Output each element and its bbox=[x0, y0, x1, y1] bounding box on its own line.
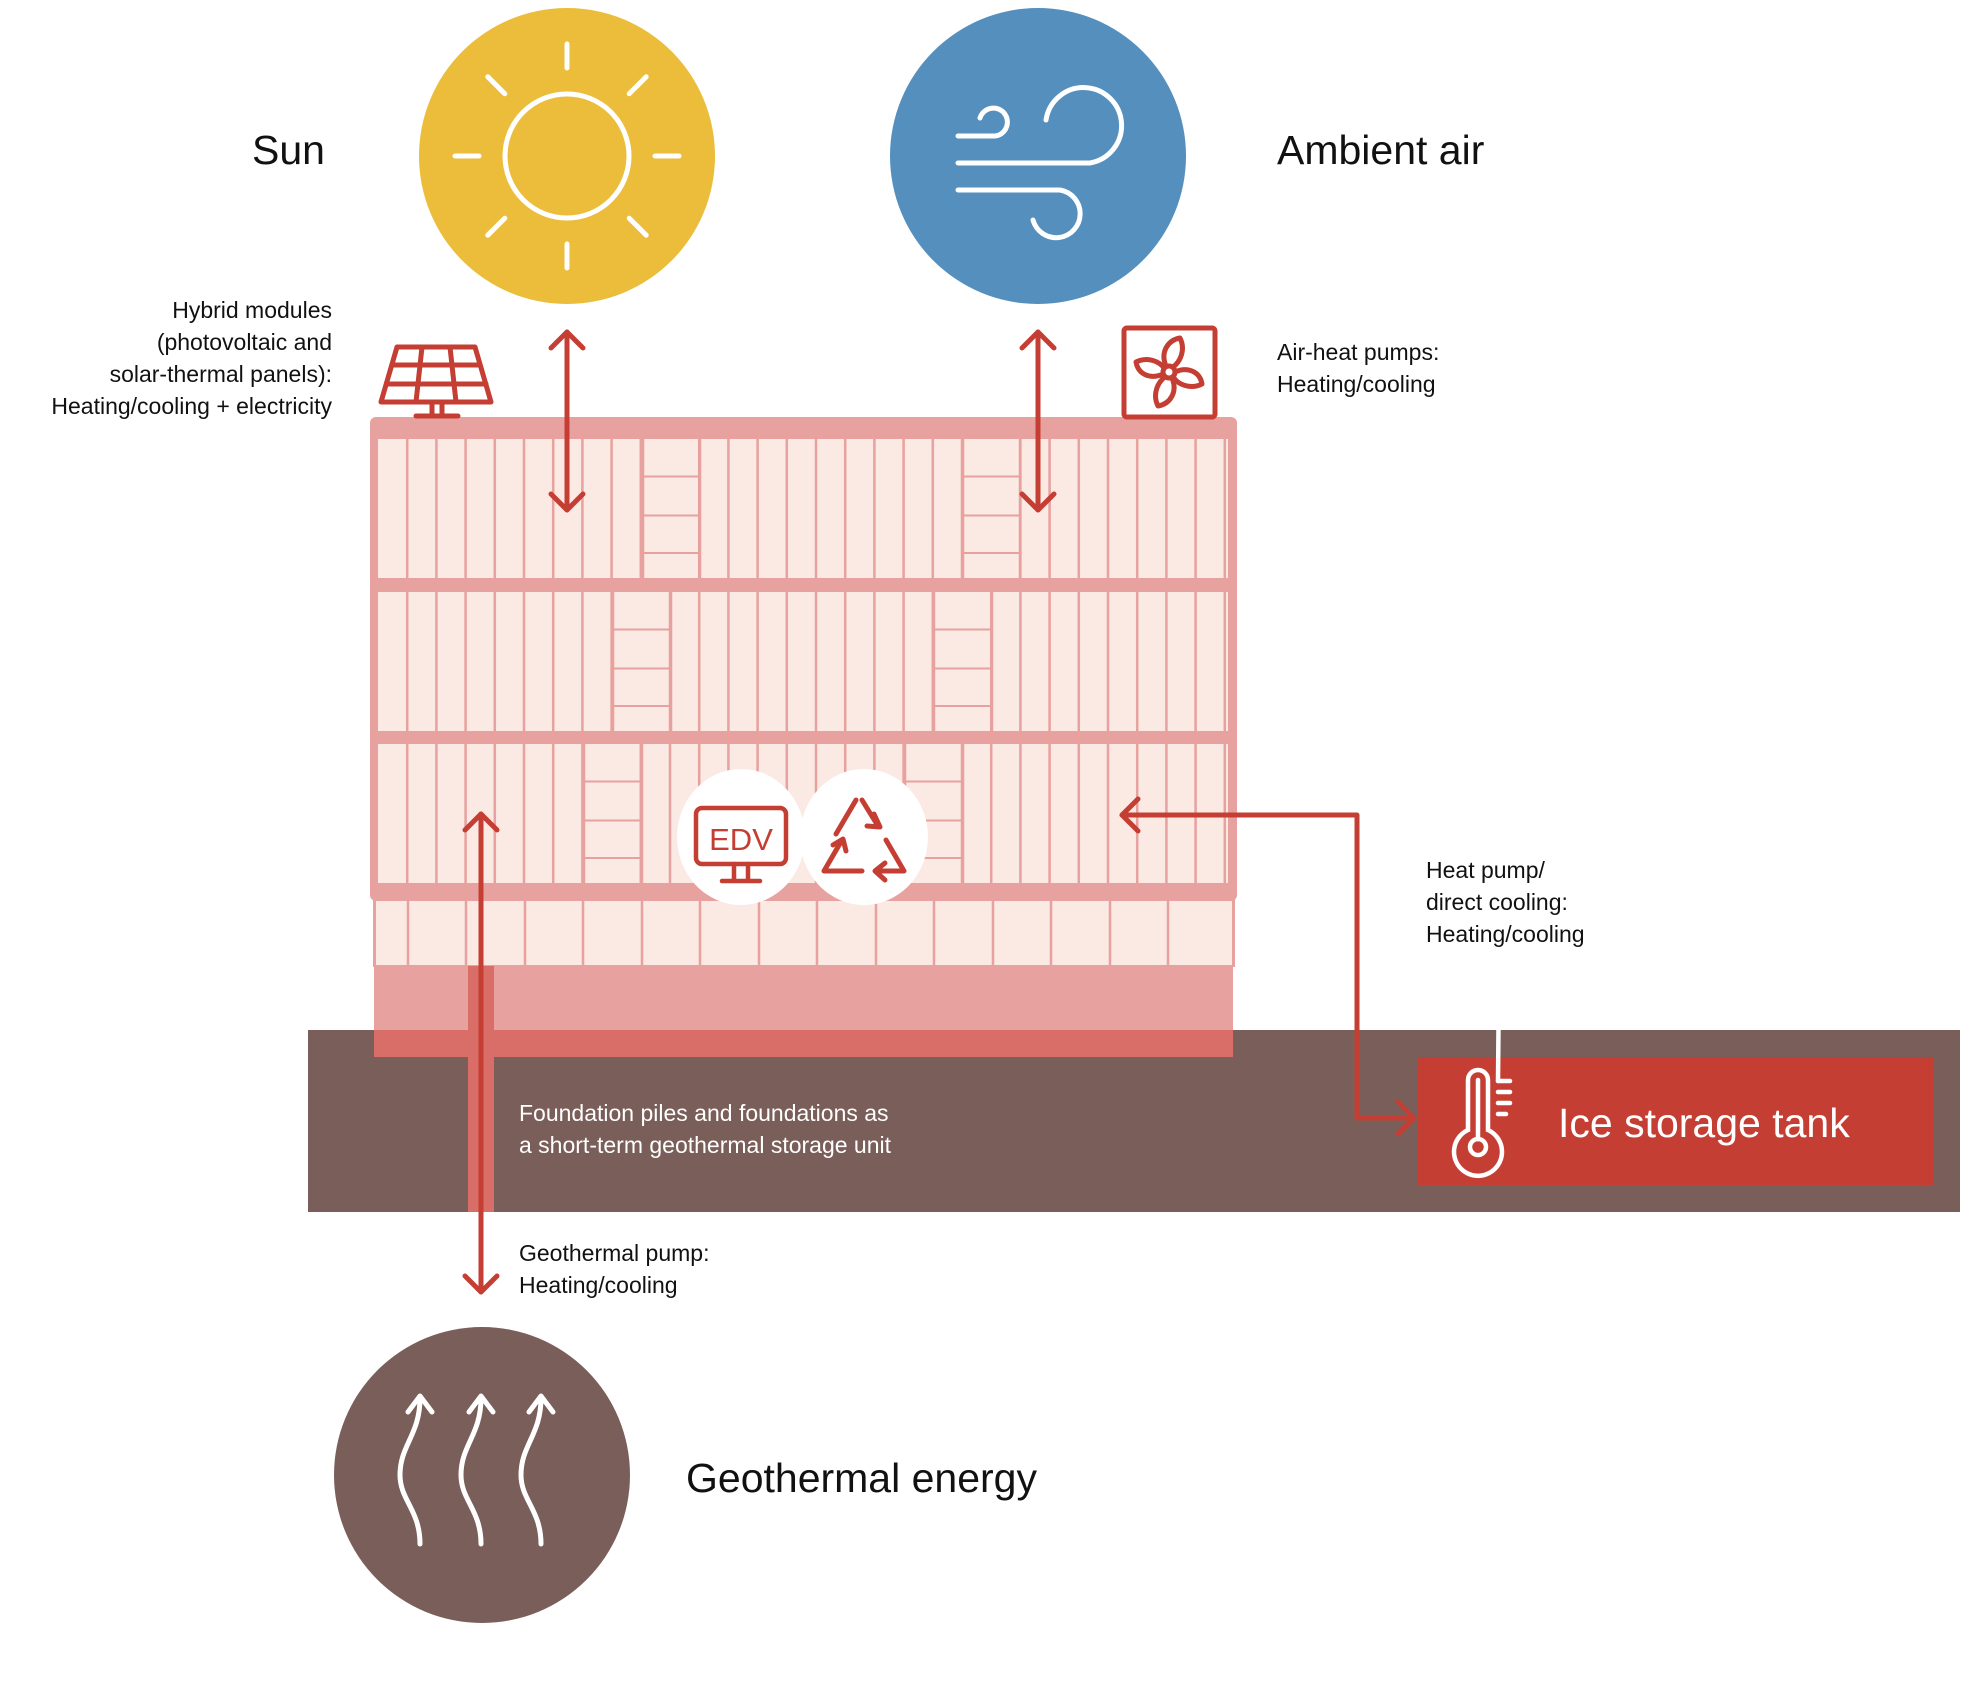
recycle-icon-badge bbox=[800, 769, 928, 905]
building-floors bbox=[378, 439, 1228, 883]
geothermal-source bbox=[334, 1327, 630, 1623]
wind-icon bbox=[955, 85, 1125, 241]
ground-floor-area bbox=[376, 901, 1232, 965]
sun-ray bbox=[626, 215, 649, 238]
sun-ray bbox=[626, 74, 649, 97]
air-heat-pumps-annotation: Air-heat pumps: Heating/cooling bbox=[1277, 339, 1440, 397]
foundation-strip bbox=[374, 1030, 1233, 1057]
ground-floor-panels bbox=[376, 901, 1232, 965]
recycle-icon bbox=[821, 797, 907, 883]
foundation-annotation: Foundation piles and foundations as a sh… bbox=[519, 1100, 892, 1158]
computer-icon-badge: EDV bbox=[677, 769, 805, 905]
hybrid-modules-annotation: Hybrid modules (photovoltaic and solar-t… bbox=[51, 297, 332, 419]
sun-label: Sun bbox=[252, 127, 325, 173]
floor-panel-area bbox=[378, 744, 1228, 883]
monitor-icon bbox=[693, 805, 789, 884]
ice-tank-building-arrow bbox=[1119, 796, 1417, 1137]
geothermal-building-arrow bbox=[462, 811, 500, 1295]
heat-pump-direct-cooling-annotation: Heat pump/ direct cooling: Heating/cooli… bbox=[1426, 857, 1585, 947]
thermometer-icon bbox=[1451, 0, 1513, 1179]
solar-panel-icon bbox=[378, 344, 494, 419]
floor-panel-area bbox=[378, 439, 1228, 578]
air-source bbox=[890, 8, 1186, 304]
sun-ray bbox=[485, 74, 508, 97]
flow-arrows bbox=[462, 329, 1417, 1295]
sun-ray bbox=[485, 215, 508, 238]
fan-icon bbox=[1121, 325, 1218, 420]
ambient-air-label: Ambient air bbox=[1277, 127, 1485, 173]
sun-source bbox=[419, 8, 715, 304]
sun-building-arrow bbox=[548, 329, 586, 513]
ice-storage-tank bbox=[1418, 0, 1934, 1185]
air-building-arrow bbox=[1019, 329, 1057, 513]
rising-heat-icon bbox=[397, 1393, 556, 1547]
monitor-icon-text: EDV bbox=[709, 822, 773, 857]
sun-icon bbox=[452, 41, 682, 271]
building bbox=[370, 417, 1237, 1212]
geothermal-pump-annotation: Geothermal pump: Heating/cooling bbox=[519, 1240, 710, 1298]
geothermal-energy-label: Geothermal energy bbox=[686, 1455, 1037, 1501]
ice-storage-tank-label: Ice storage tank bbox=[1558, 1100, 1850, 1146]
building-plinth bbox=[374, 966, 1233, 1030]
floor-panel-area bbox=[378, 592, 1228, 731]
